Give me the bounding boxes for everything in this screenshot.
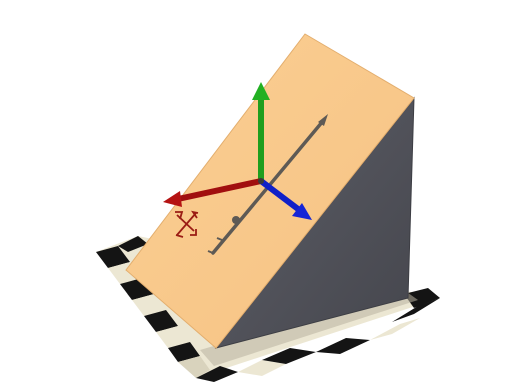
- drag-handle-icon[interactable]: [175, 210, 199, 238]
- arrow-green-icon[interactable]: [252, 82, 270, 181]
- arrow-red-icon[interactable]: [163, 178, 262, 207]
- arrow-blue-icon[interactable]: [259, 178, 312, 220]
- origin-point: [258, 178, 264, 184]
